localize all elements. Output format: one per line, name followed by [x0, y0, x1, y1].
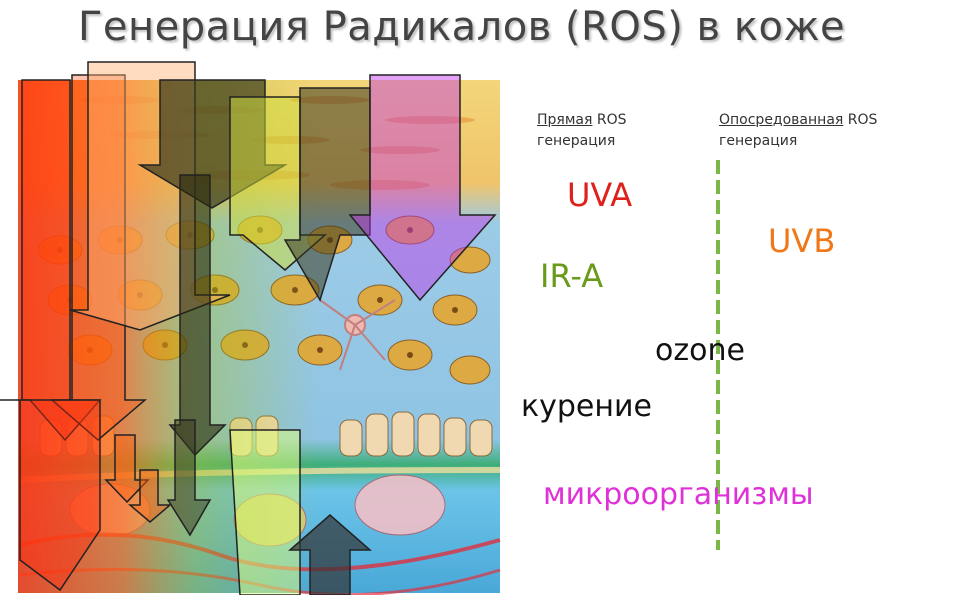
factor-ozone: ozone: [655, 333, 745, 368]
factor-uvb: UVB: [768, 222, 836, 260]
factor-uva: UVA: [567, 176, 633, 214]
direct-ros-line2: генерация: [537, 133, 616, 149]
factor-ira: IR-A: [540, 257, 604, 295]
page-title: Генерация Радикалов (ROS) в коже: [78, 4, 846, 50]
column-divider: [716, 160, 720, 550]
direct-ros-heading: Прямая ROS генерация: [537, 110, 627, 152]
indirect-ros-rest: ROS: [843, 112, 878, 128]
skin-cross-section-illustration: [0, 61, 501, 595]
direct-ros-underlined: Прямая: [537, 112, 593, 128]
indirect-ros-underlined: Опосредованная: [719, 112, 844, 128]
factor-smoking: курение: [521, 389, 652, 424]
indirect-ros-heading: Опосредованная ROS генерация: [719, 110, 877, 152]
indirect-ros-line2: генерация: [719, 133, 798, 149]
factor-microorganisms: микроорганизмы: [543, 477, 814, 512]
direct-ros-rest: ROS: [592, 112, 627, 128]
